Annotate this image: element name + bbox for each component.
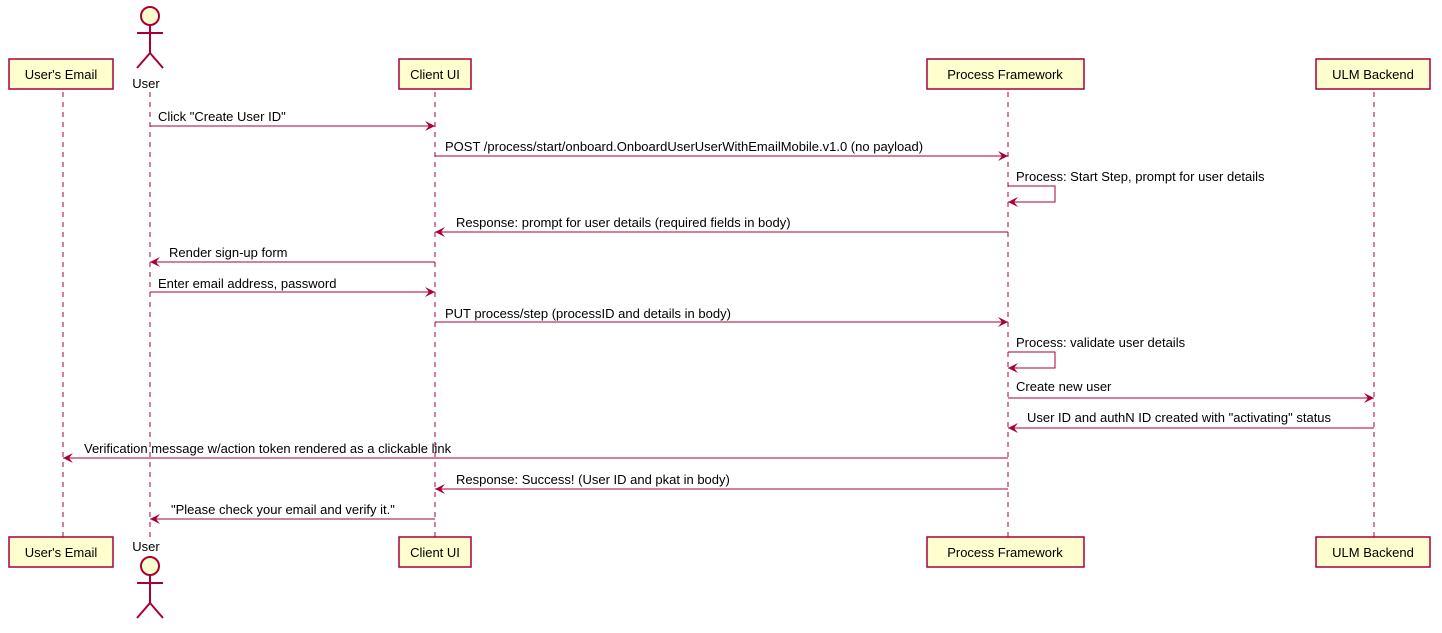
participant-ulm-backend-top: ULM Backend	[1315, 58, 1431, 90]
actor-user-top: User	[132, 6, 164, 91]
message-10: User ID and authN ID created with "activ…	[1008, 410, 1374, 433]
participant-label: User's Email	[25, 545, 98, 560]
message-9: Create new user	[1008, 379, 1374, 403]
participant-label: Client UI	[410, 67, 460, 82]
participant-users-email-bottom: User's Email	[8, 536, 114, 568]
participant-label: Process Framework	[947, 67, 1063, 82]
message-4: Response: prompt for user details (requi…	[435, 215, 1008, 237]
message-label: Enter email address, password	[158, 276, 336, 291]
participant-label: ULM Backend	[1332, 545, 1414, 560]
message-label: User ID and authN ID created with "activ…	[1027, 410, 1332, 425]
message-label: Process: Start Step, prompt for user det…	[1016, 169, 1265, 184]
message-label: Response: Success! (User ID and pkat in …	[456, 472, 730, 487]
message-label: "Please check your email and verify it."	[171, 502, 395, 517]
message-2: POST /process/start/onboard.OnboardUserU…	[435, 139, 1008, 161]
participant-users-email-top: User's Email	[8, 58, 114, 90]
participant-client-ui-bottom: Client UI	[398, 536, 472, 568]
message-label: Process: validate user details	[1016, 335, 1186, 350]
participant-label: Client UI	[410, 545, 460, 560]
message-label: Render sign-up form	[169, 245, 288, 260]
message-label: PUT process/step (processID and details …	[445, 306, 731, 321]
actor-label: User	[132, 539, 160, 554]
participant-process-framework-top: Process Framework	[926, 58, 1085, 90]
message-6: Enter email address, password	[150, 276, 435, 297]
message-5: Render sign-up form	[150, 245, 435, 267]
message-label: Response: prompt for user details (requi…	[456, 215, 791, 230]
participant-client-ui-top: Client UI	[398, 58, 472, 90]
message-label: Create new user	[1016, 379, 1112, 394]
message-1: Click "Create User ID"	[150, 109, 435, 131]
participant-label: Process Framework	[947, 545, 1063, 560]
actor-user-bottom: User	[132, 539, 164, 619]
message-label: POST /process/start/onboard.OnboardUserU…	[445, 139, 923, 154]
participant-process-framework-bottom: Process Framework	[926, 536, 1085, 568]
message-11: Verification message w/action token rend…	[63, 441, 1008, 463]
participant-ulm-backend-bottom: ULM Backend	[1315, 536, 1431, 568]
message-8-self: Process: validate user details	[1008, 335, 1186, 373]
participant-label: ULM Backend	[1332, 67, 1414, 82]
message-13: "Please check your email and verify it."	[150, 502, 435, 524]
participant-label: User's Email	[25, 67, 98, 82]
actor-label: User	[132, 76, 160, 91]
message-12: Response: Success! (User ID and pkat in …	[435, 472, 1008, 494]
message-label: Verification message w/action token rend…	[84, 441, 452, 456]
message-label: Click "Create User ID"	[158, 109, 286, 124]
message-3-self: Process: Start Step, prompt for user det…	[1008, 169, 1265, 207]
message-7: PUT process/step (processID and details …	[435, 306, 1008, 327]
